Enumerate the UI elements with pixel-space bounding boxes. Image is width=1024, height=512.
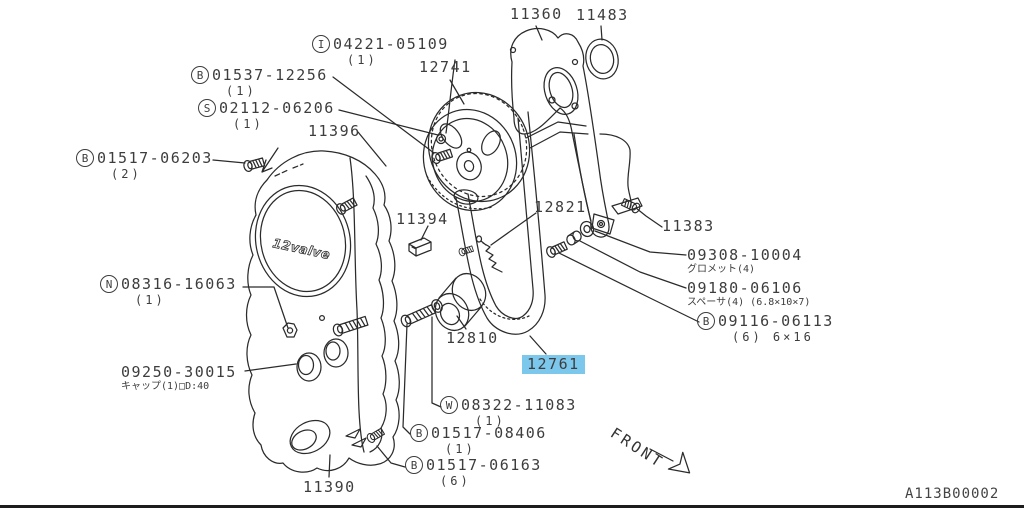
cover-embossed-text: 12valve xyxy=(271,235,331,262)
spring-drawing xyxy=(475,235,503,273)
part-label-11396[interactable]: 11396 xyxy=(308,122,361,140)
part-label-11383[interactable]: 11383 xyxy=(662,217,715,235)
prefix-badge: N xyxy=(100,275,118,293)
prefix-badge: B xyxy=(697,312,715,330)
clip-drawing xyxy=(408,237,432,257)
rear-plate-drawing xyxy=(509,28,643,238)
part-label-12761-highlighted[interactable]: 12761 xyxy=(522,355,585,374)
prefix-badge: I xyxy=(312,35,330,53)
oil-seal-drawing xyxy=(585,38,619,80)
part-label-11483[interactable]: 11483 xyxy=(576,6,629,24)
cam-sprocket-drawing xyxy=(422,91,531,212)
prefix-badge: B xyxy=(405,456,423,474)
part-label-12821[interactable]: 12821 xyxy=(534,198,587,216)
front-arrow xyxy=(649,448,691,474)
part-label-11360[interactable]: 11360 xyxy=(510,5,563,23)
part-label-12741[interactable]: 12741 xyxy=(419,58,472,76)
prefix-badge: W xyxy=(440,396,458,414)
nut-drawing xyxy=(282,322,298,338)
timing-cover-drawing: 12valve xyxy=(245,150,400,473)
part-label-11390[interactable]: 11390 xyxy=(303,478,356,496)
part-label-11394[interactable]: 11394 xyxy=(396,210,449,228)
part-label-12810[interactable]: 12810 xyxy=(446,329,499,347)
fasteners-drawing xyxy=(242,147,642,445)
prefix-badge: B xyxy=(410,424,428,442)
prefix-badge: S xyxy=(198,99,216,117)
prefix-badge: B xyxy=(191,66,209,84)
drawing-code: A113B00002 xyxy=(905,486,1000,502)
bottom-rule xyxy=(0,505,1024,508)
tensioner-drawing xyxy=(434,272,487,332)
prefix-badge: B xyxy=(76,149,94,167)
leader-lines xyxy=(212,25,700,478)
timing-belt-drawing xyxy=(455,111,546,335)
